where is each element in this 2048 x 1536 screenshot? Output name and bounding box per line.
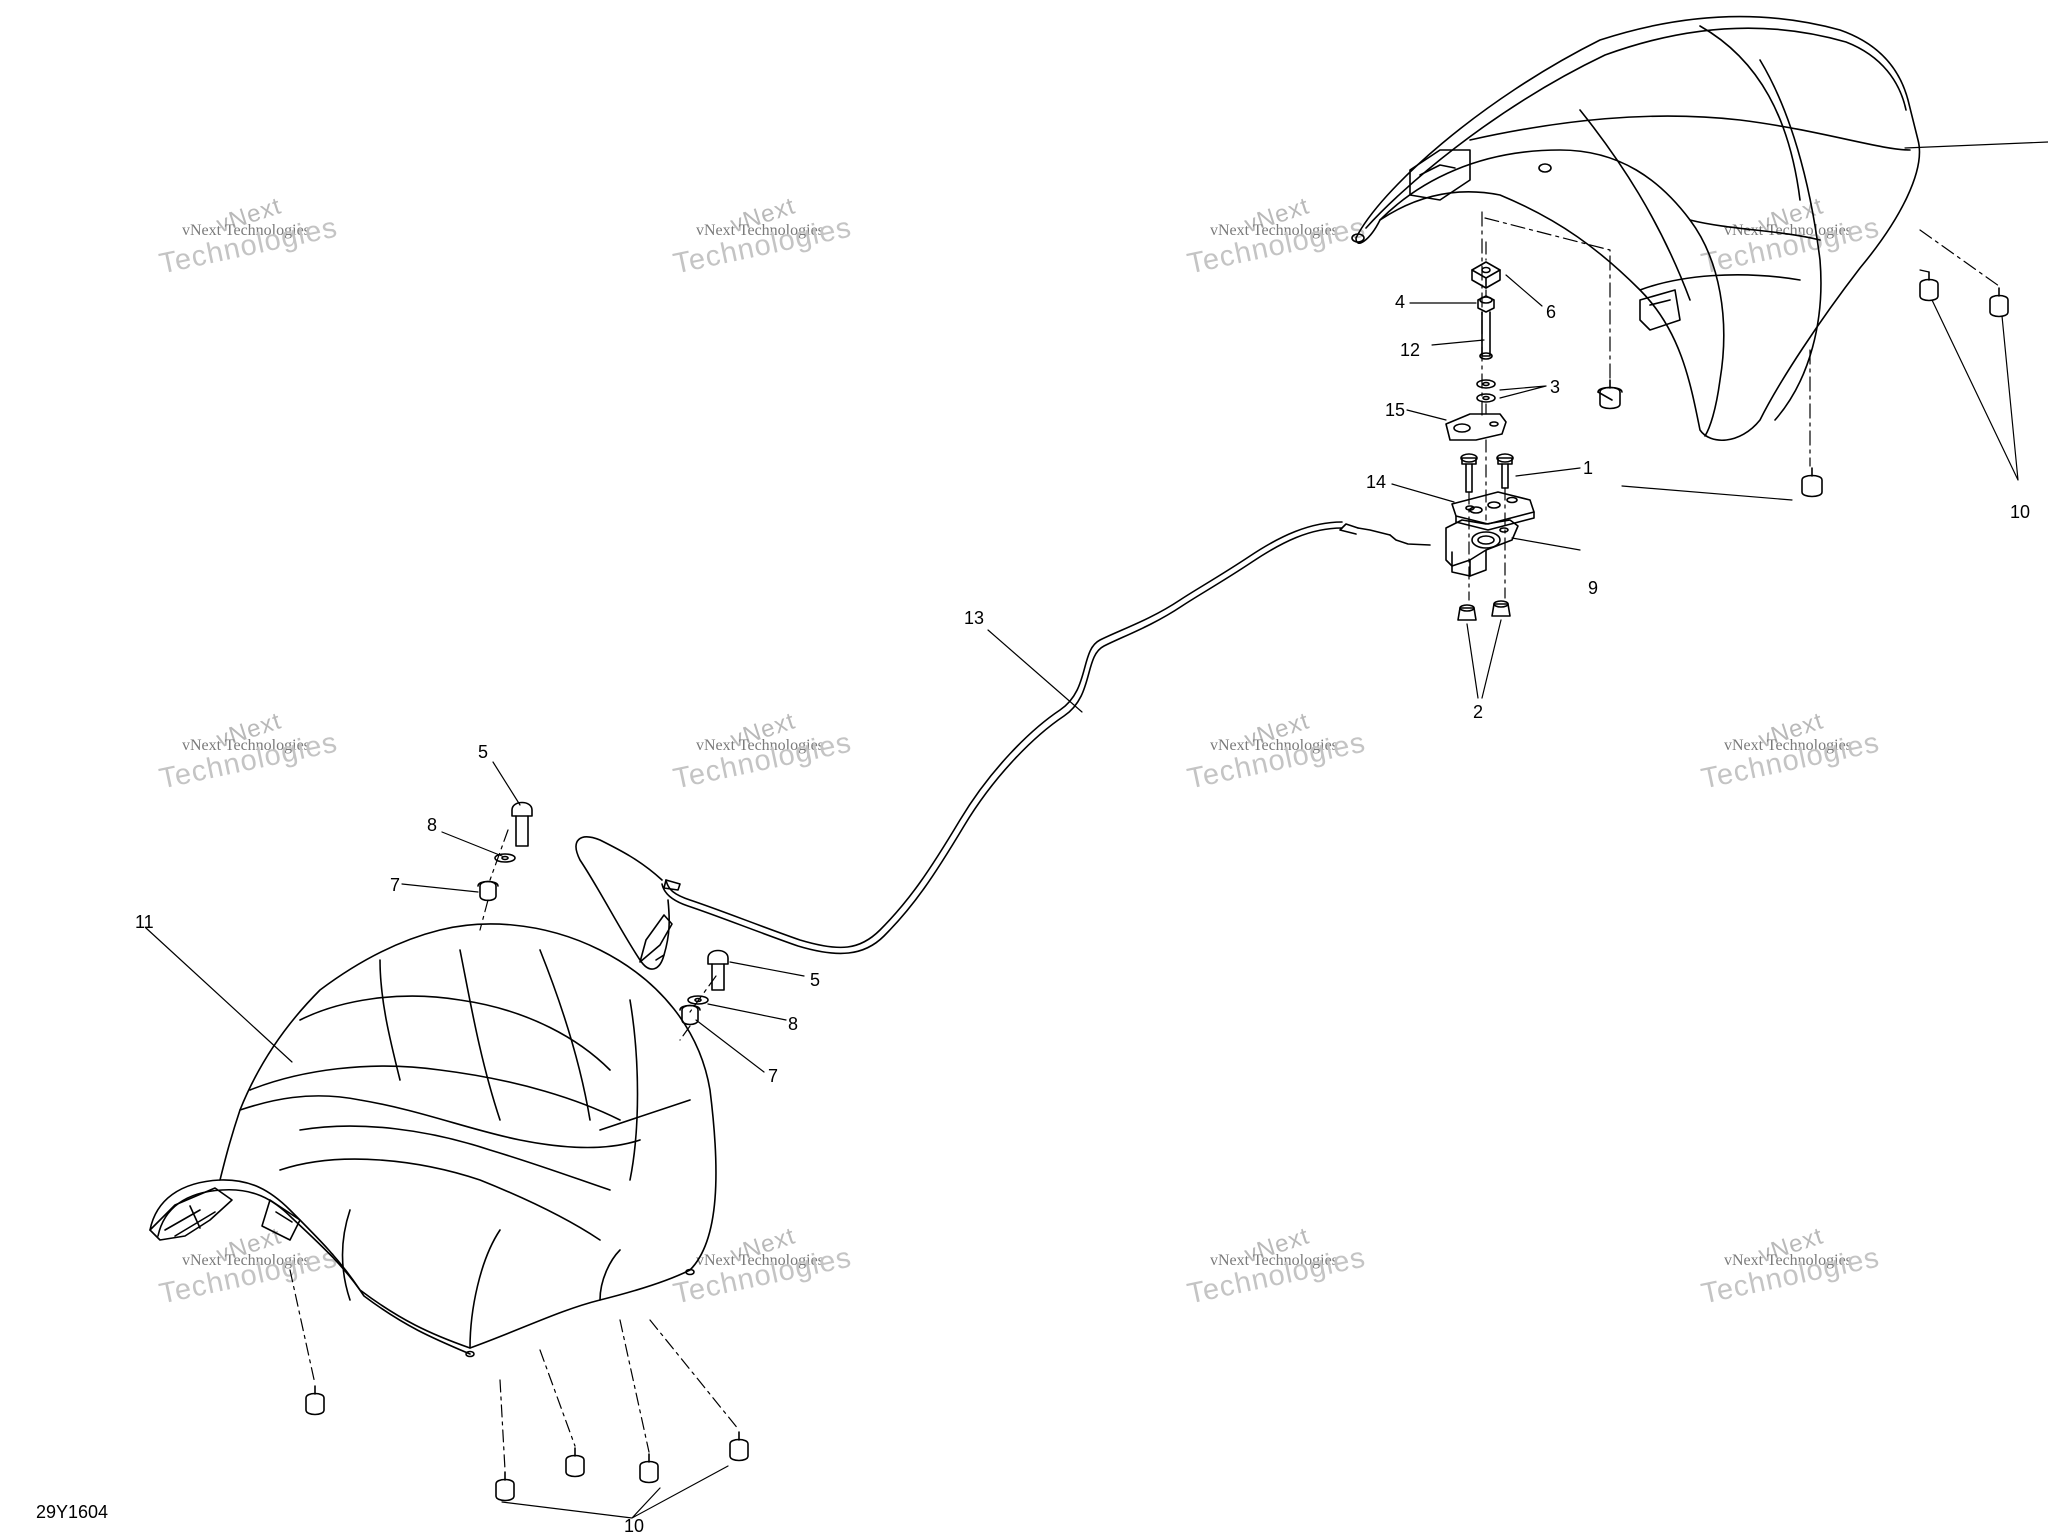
driver-seat-fasteners bbox=[305, 801, 749, 1502]
callout-7: 7 bbox=[390, 875, 400, 895]
driver-guide-lines bbox=[289, 829, 740, 1471]
rear-guide-lines bbox=[1481, 211, 2000, 467]
diagram-code: 29Y1604 bbox=[36, 1502, 109, 1522]
rear-seat-grommets bbox=[1597, 271, 2009, 498]
leader-lines bbox=[145, 141, 2048, 1519]
callout-7b: 7 bbox=[768, 1066, 778, 1086]
callout-8: 8 bbox=[427, 815, 437, 835]
callout-10b: 10 bbox=[624, 1516, 644, 1536]
callout-12: 12 bbox=[1400, 340, 1420, 360]
rear-seat bbox=[1351, 15, 1921, 442]
callout-1: 1 bbox=[1583, 458, 1593, 478]
callout-15: 15 bbox=[1385, 400, 1405, 420]
callout-labels: 1 2 3 4 5 5 6 7 7 8 8 9 10 10 11 12 13 1… bbox=[135, 292, 2030, 1536]
driver-seat bbox=[149, 923, 717, 1358]
callout-2: 2 bbox=[1473, 702, 1483, 722]
callout-5b: 5 bbox=[810, 970, 820, 990]
callout-9: 9 bbox=[1588, 578, 1598, 598]
callout-6: 6 bbox=[1546, 302, 1556, 322]
callout-10: 10 bbox=[2010, 502, 2030, 522]
callout-5: 5 bbox=[478, 742, 488, 762]
callout-11: 11 bbox=[135, 912, 154, 932]
latch-guide-lines bbox=[1468, 241, 1506, 601]
callout-14: 14 bbox=[1366, 472, 1386, 492]
release-cable bbox=[575, 521, 1431, 970]
callout-3: 3 bbox=[1550, 377, 1560, 397]
callout-8b: 8 bbox=[788, 1014, 798, 1034]
callout-4: 4 bbox=[1395, 292, 1405, 312]
callout-13: 13 bbox=[964, 608, 984, 628]
latch-assembly bbox=[1445, 261, 1535, 621]
